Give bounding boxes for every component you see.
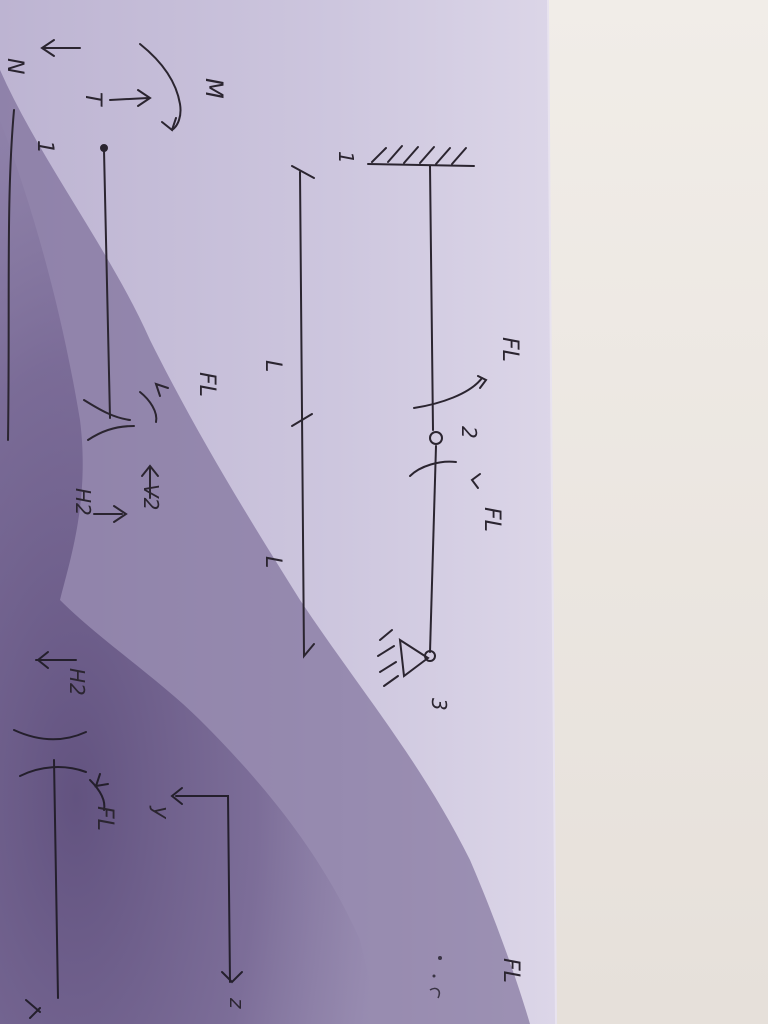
moment-arc-left bbox=[413, 377, 483, 409]
label-span-l-lower: L bbox=[260, 556, 285, 568]
label-node-2: 2 bbox=[457, 426, 481, 439]
label-fl-top-right: FL bbox=[479, 507, 504, 532]
fbd-t-arrow bbox=[109, 89, 152, 107]
pin-support-symbol bbox=[398, 638, 430, 678]
axis-y-line bbox=[175, 795, 231, 983]
free-body-diagram bbox=[7, 39, 182, 523]
beam-segment-2-3 bbox=[429, 445, 437, 653]
fbd-n-arrow bbox=[40, 39, 81, 57]
hinge-node-2 bbox=[429, 431, 443, 445]
label-axis-z: z bbox=[225, 997, 249, 1009]
fbd-beam bbox=[103, 149, 111, 419]
fbd-v2-arrow bbox=[141, 464, 159, 499]
label-h2: H2 bbox=[71, 488, 95, 516]
fixed-support-wall bbox=[367, 163, 475, 167]
label-node-1: 1 bbox=[334, 151, 358, 164]
paper-edge bbox=[547, 0, 557, 1024]
fbd-moment-fl bbox=[139, 391, 158, 423]
lower-labels: H2 FL y z FL bbox=[65, 668, 523, 1009]
dimension-line bbox=[291, 165, 315, 659]
label-fl-top-left: FL bbox=[497, 337, 522, 362]
fbd-labels: M T N 1 FL V2 H2 bbox=[2, 58, 228, 516]
label-axis-y: y bbox=[148, 805, 173, 820]
lower-beam bbox=[53, 759, 59, 999]
lower-free-body bbox=[13, 651, 243, 1019]
label-lower-fl: FL bbox=[92, 806, 117, 831]
label-t: T bbox=[80, 92, 105, 107]
label-fbd-fl: FL bbox=[194, 372, 219, 397]
label-span-l-upper: L bbox=[260, 360, 285, 372]
beam-segment-1-2 bbox=[429, 165, 434, 431]
margin-marks bbox=[429, 956, 442, 999]
lower-cut-left bbox=[13, 729, 87, 741]
label-fbd-node-1: 1 bbox=[32, 140, 57, 154]
fbd-moment-arc bbox=[139, 43, 182, 131]
upper-labels: 1 FL 2 FL 3 L L bbox=[260, 151, 522, 711]
lower-cut-right bbox=[19, 766, 87, 777]
lower-moment bbox=[89, 779, 106, 811]
fbd-cut-right bbox=[87, 425, 135, 441]
label-node-3: 3 bbox=[427, 698, 451, 711]
hand-shadow-core bbox=[0, 120, 380, 1024]
label-lower-h2: H2 bbox=[65, 668, 89, 696]
beam-structure-drawing bbox=[291, 145, 488, 687]
fbd-cut-left bbox=[83, 399, 131, 421]
label-margin-fl: FL bbox=[498, 958, 523, 983]
label-n: N bbox=[2, 58, 27, 74]
fbd-h2-arrow bbox=[93, 505, 128, 523]
moment-arc-right bbox=[409, 460, 457, 477]
label-m: M bbox=[200, 78, 228, 99]
label-v2: V2 bbox=[139, 484, 163, 510]
lower-h2-arrow bbox=[35, 651, 77, 669]
